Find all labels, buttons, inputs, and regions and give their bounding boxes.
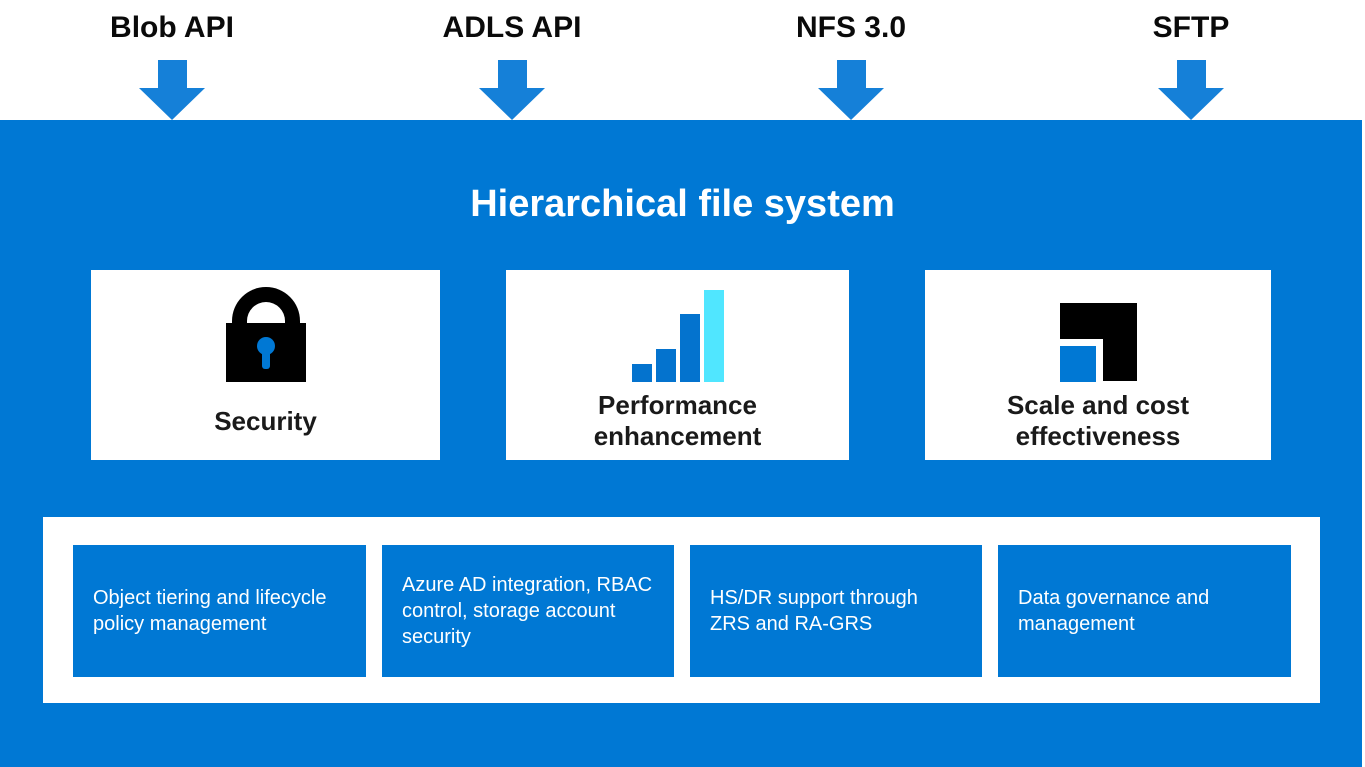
arrow-head	[139, 88, 205, 120]
capability-box-governance: Data governance and management	[998, 545, 1291, 677]
api-label-nfs: NFS 3.0	[795, 11, 907, 44]
arrow-shaft	[157, 60, 187, 88]
api-label-blob: Blob API	[110, 11, 234, 44]
capability-text: Data governance and management	[1018, 587, 1210, 635]
squares-icon	[1059, 303, 1137, 382]
capability-text: Object tiering and lifecycle policy mana…	[93, 587, 327, 635]
feature-card-performance: Performance enhancement	[506, 270, 849, 460]
down-arrow-icon	[818, 60, 884, 120]
api-column-adls: ADLS API	[402, 0, 622, 120]
arrow-shaft	[497, 60, 527, 88]
icon-wrap	[225, 282, 306, 382]
down-arrow-icon	[479, 60, 545, 120]
arrow-shaft	[836, 60, 866, 88]
bar-1	[631, 364, 652, 382]
arrow-head	[818, 88, 884, 120]
right-edge-sliver	[1362, 120, 1365, 767]
feature-label-performance: Performance enhancement	[593, 390, 762, 451]
api-label-adls: ADLS API	[442, 11, 582, 44]
icon-wrap	[1059, 282, 1137, 382]
blue-square	[1059, 346, 1096, 382]
api-column-sftp: SFTP	[1081, 0, 1301, 120]
down-arrow-icon	[1158, 60, 1224, 120]
bar-4-highlight	[703, 290, 724, 382]
api-label-sftp: SFTP	[1152, 11, 1230, 44]
capability-box-tiering: Object tiering and lifecycle policy mana…	[73, 545, 366, 677]
feature-label-security: Security	[214, 405, 317, 436]
bar-2	[655, 349, 676, 382]
black-square-right	[1102, 303, 1137, 381]
feature-label-scale: Scale and cost effectiveness	[1006, 390, 1190, 451]
panel-title: Hierarchical file system	[470, 183, 895, 225]
capability-box-aad: Azure AD integration, RBAC control, stor…	[382, 545, 674, 677]
bar-3	[679, 314, 700, 382]
arrow-head	[1158, 88, 1224, 120]
arrow-head	[479, 88, 545, 120]
lock-keystem	[261, 349, 270, 369]
icon-wrap	[631, 282, 724, 382]
feature-card-scale: Scale and cost effectiveness	[925, 270, 1271, 460]
lock-icon	[225, 287, 306, 382]
capability-box-hsdr: HS/DR support through ZRS and RA-GRS	[690, 545, 982, 677]
capability-text: HS/DR support through ZRS and RA-GRS	[710, 587, 918, 635]
api-column-blob: Blob API	[62, 0, 282, 120]
arrow-shaft	[1176, 60, 1206, 88]
feature-card-security: Security	[91, 270, 440, 460]
api-column-nfs: NFS 3.0	[741, 0, 961, 120]
lock-keyhole	[256, 337, 275, 355]
capability-text: Azure AD integration, RBAC control, stor…	[402, 574, 653, 648]
down-arrow-icon	[139, 60, 205, 120]
bar-chart-icon	[631, 290, 724, 382]
